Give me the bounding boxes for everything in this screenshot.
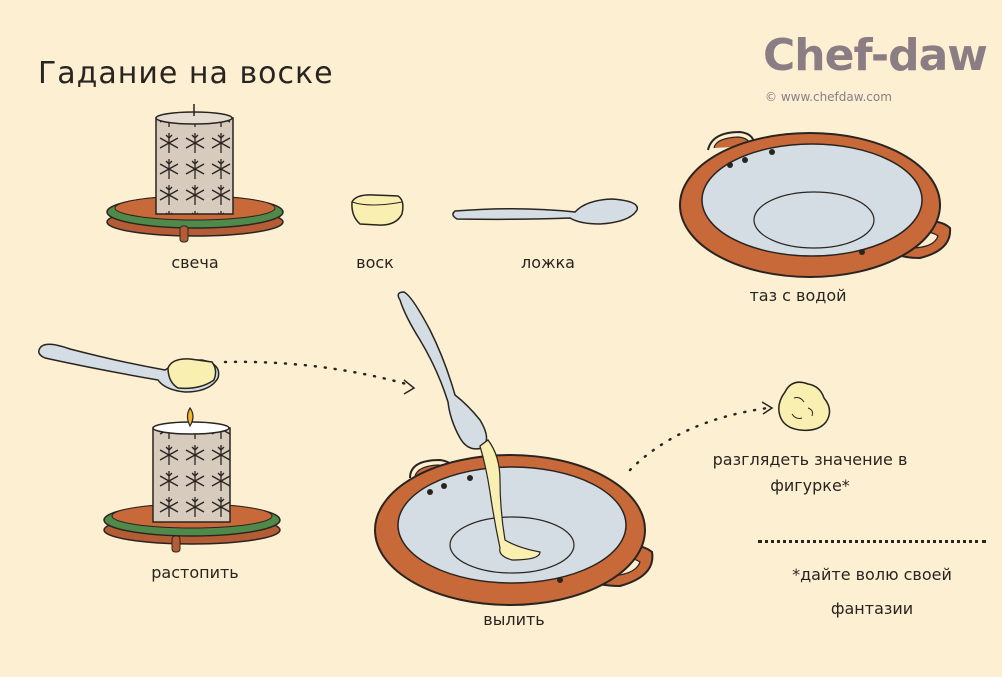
pouring-basin-illustration xyxy=(374,439,654,606)
label-basin: таз с водой xyxy=(749,286,847,305)
spoon-illustration xyxy=(452,198,639,225)
spoon-with-wax-illustration xyxy=(38,343,220,393)
wax-illustration xyxy=(351,194,404,226)
label-spoon: ложка xyxy=(521,253,575,272)
footnote-divider xyxy=(758,540,986,543)
page-title: Гадание на воске xyxy=(38,56,334,91)
label-interpret: разглядеть значение в фигурке* xyxy=(712,450,908,495)
copyright-text: © www.chefdaw.com xyxy=(765,90,892,104)
label-wax: воск xyxy=(356,253,394,272)
label-melt: растопить xyxy=(151,563,239,582)
wax-figure-illustration xyxy=(778,381,831,432)
lit-candle-illustration xyxy=(103,406,281,553)
dotted-arrow-melt-to-pour xyxy=(223,360,416,395)
label-pour: вылить xyxy=(483,610,545,629)
label-candle: свеча xyxy=(171,253,219,272)
footnote-text: *дайте волю своей фантазии xyxy=(792,565,952,618)
candle-illustration xyxy=(106,104,284,243)
basin-illustration xyxy=(679,130,952,278)
dotted-arrow-pour-to-figure xyxy=(628,401,774,472)
brand-logo: Chef-daw xyxy=(763,30,988,81)
